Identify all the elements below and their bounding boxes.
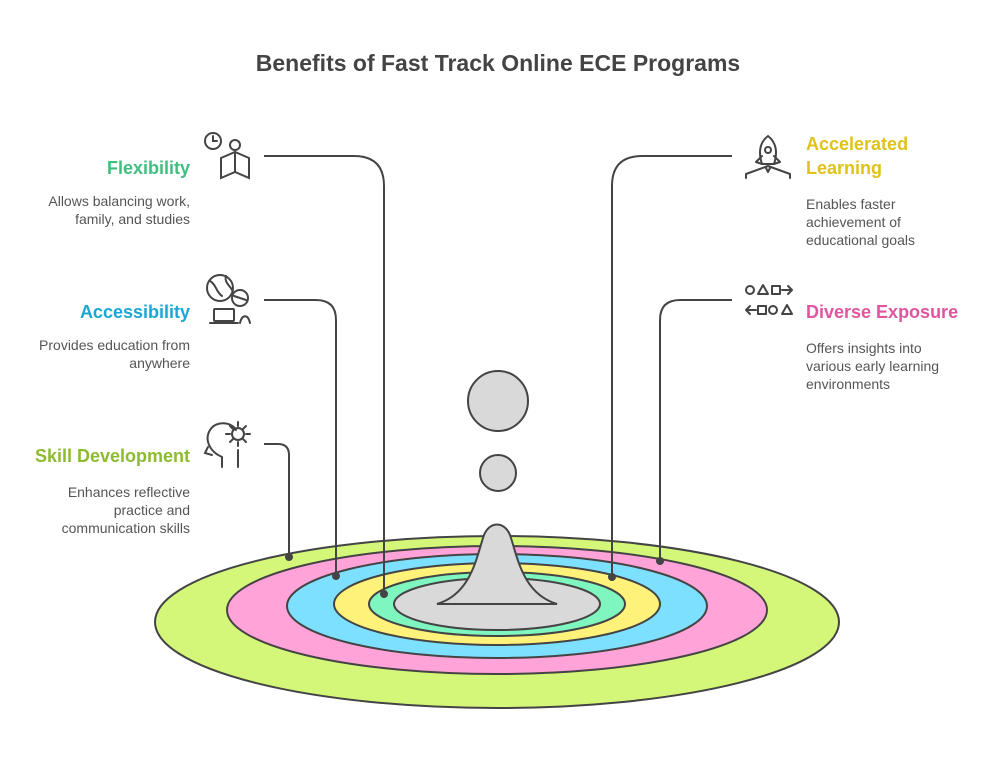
flexibility-description: Allows balancing work, family, and studi… [48,193,190,227]
page-title: Benefits of Fast Track Online ECE Progra… [255,50,741,76]
dot-flexibility [380,590,388,598]
droplet-large [467,370,529,432]
dot-accelerated [608,573,616,581]
connector-accessibility [264,299,337,576]
reading-clock-icon [204,132,250,180]
shapes-icon [745,284,793,315]
skill-development-heading: Skill Development [34,446,190,466]
rocket-icon [745,135,791,179]
connector-flexibility [264,155,385,594]
accessibility-heading: Accessibility [79,302,190,322]
connector-skill [264,443,290,557]
droplet-small [479,454,517,492]
skill-development-description: Enhances reflective practice and communi… [61,484,190,536]
flexibility-heading: Flexibility [106,158,190,178]
splash-peak [436,523,558,605]
dot-accessibility [332,572,340,580]
globe-laptop-icon [206,274,251,324]
accelerated-learning-description: Enables faster achievement of educationa… [806,196,915,248]
connector-accelerated [611,155,732,577]
diverse-exposure-description: Offers insights into various early learn… [806,340,940,392]
connector-diverse [659,299,732,561]
accessibility-description: Provides education from anywhere [39,337,190,371]
accelerated-learning-heading: Accelerated Learning [806,134,909,178]
head-gear-icon [203,421,251,468]
dot-skill [285,553,293,561]
diverse-exposure-heading: Diverse Exposure [806,302,959,322]
dot-diverse [656,557,664,565]
